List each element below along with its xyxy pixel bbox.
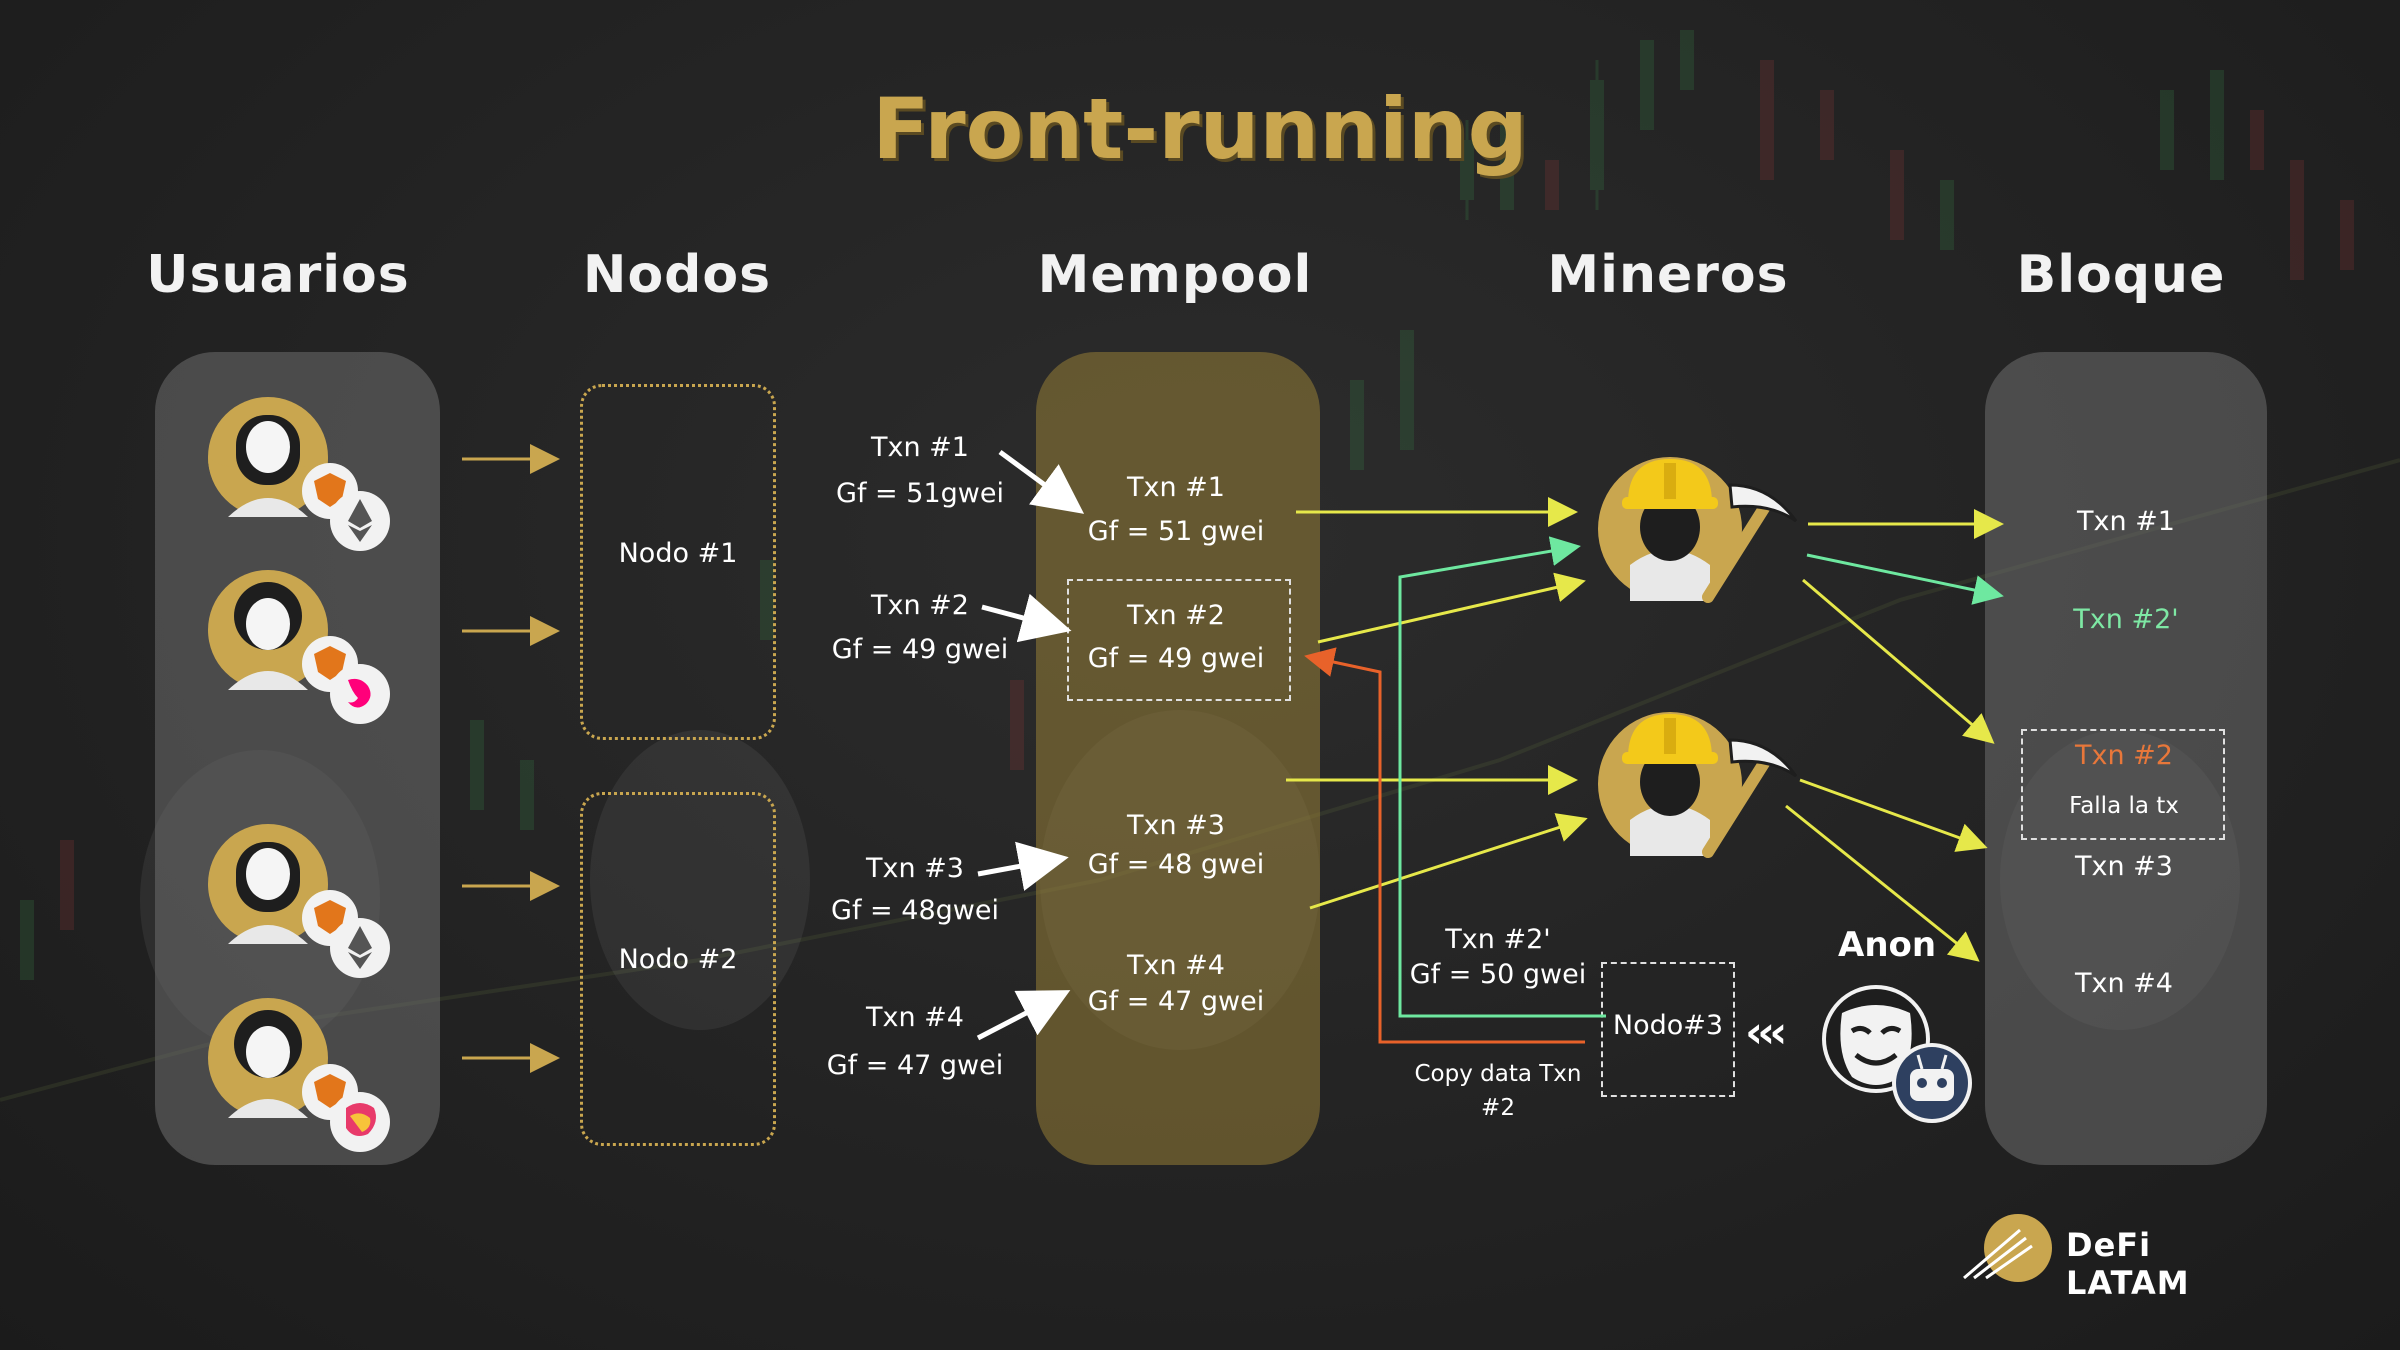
incoming-txn-4: Txn #4 <box>866 1002 964 1033</box>
incoming-gf-1: Gf = 51gwei <box>836 478 1004 509</box>
txn-to-mempool-arrows <box>976 449 1085 1041</box>
user-avatar-icon <box>208 824 328 944</box>
defi-latam-logo-icon <box>1963 1214 2052 1282</box>
dapp-icon <box>330 1092 390 1152</box>
attacker-avatar <box>1822 985 1972 1123</box>
column-heading-bloque: Bloque <box>2016 245 2226 305</box>
user-avatar-icon <box>208 397 328 517</box>
miner-hardhat-icon <box>1598 457 1742 601</box>
miner-hardhat-icon <box>1598 712 1742 856</box>
column-heading-mineros: Mineros <box>1547 245 1789 305</box>
attacker-txn: Txn #2' <box>1445 924 1551 955</box>
pickaxe-icon <box>1702 483 1798 603</box>
node-2-box <box>580 792 776 1146</box>
node-1-box <box>580 384 776 740</box>
user-to-node-arrows <box>462 444 560 1073</box>
ethereum-icon <box>330 491 390 551</box>
uniswap-icon <box>330 664 390 724</box>
mempool-txn-2: Txn #2 <box>1127 600 1225 631</box>
miner-2 <box>1598 712 1798 858</box>
arrow-txn-4 <box>976 990 1071 1041</box>
arrow-txn-1 <box>998 449 1085 514</box>
block-panel <box>1985 352 2267 1165</box>
column-heading-mempool: Mempool <box>1037 245 1313 305</box>
block-txn-3: Txn #3 <box>2075 851 2173 882</box>
miner-1 <box>1598 457 1798 603</box>
attacker-name: Anon <box>1838 925 1937 965</box>
user-4 <box>208 998 390 1152</box>
yellow-arrows <box>1286 497 2004 962</box>
user-2 <box>208 570 390 724</box>
mempool-gf-2: Gf = 49 gwei <box>1087 643 1265 674</box>
copy-data-note: Copy data Txn #2 <box>1414 1061 1582 1121</box>
mempool-txn-4: Txn #4 <box>1127 950 1225 981</box>
node-2-label: Nodo #2 <box>618 944 738 975</box>
block-txn-2-failed: Txn #2 <box>2075 740 2173 771</box>
mempool-gf-3: Gf = 48 gwei <box>1087 849 1265 880</box>
attacker-node-box <box>1601 962 1735 1097</box>
failed-note: Falla la tx <box>2069 793 2179 819</box>
orange-copy-arrow <box>1304 647 1585 1044</box>
robot-icon <box>1892 1043 1972 1123</box>
user-1 <box>208 397 390 551</box>
mempool-gf-1: Gf = 51 gwei <box>1087 516 1265 547</box>
brand-name: DeFi LATAM <box>2066 1226 2190 1302</box>
incoming-gf-4: Gf = 47 gwei <box>826 1050 1004 1081</box>
incoming-txn-1: Txn #1 <box>871 432 969 463</box>
user-avatar-icon <box>208 570 328 690</box>
attacker-gf: Gf = 50 gwei <box>1409 959 1587 990</box>
column-heading-usuarios: Usuarios <box>146 245 410 305</box>
mempool-txn-1: Txn #1 <box>1127 472 1225 503</box>
block-txn-4: Txn #4 <box>2075 968 2173 999</box>
user-avatar-icon <box>208 998 328 1118</box>
incoming-gf-3: Gf = 48gwei <box>831 895 999 926</box>
node-1-label: Nodo #1 <box>618 538 738 569</box>
mempool-gf-4: Gf = 47 gwei <box>1087 986 1265 1017</box>
pickaxe-icon <box>1702 738 1798 858</box>
failed-txn-box <box>2021 729 2225 840</box>
block-txn-1: Txn #1 <box>2077 506 2175 537</box>
incoming-txn-3: Txn #3 <box>866 853 964 884</box>
block-txn-2-front: Txn #2' <box>2073 604 2179 635</box>
arrow-txn-3 <box>977 841 1069 891</box>
chevrons-left-icon: ‹‹‹ <box>1745 1007 1787 1058</box>
mempool-txn-3: Txn #3 <box>1127 810 1225 841</box>
ethereum-icon <box>330 918 390 978</box>
incoming-gf-2: Gf = 49 gwei <box>831 634 1009 665</box>
column-heading-nodos: Nodos <box>582 245 772 305</box>
diagram-title: Front-running <box>872 80 1528 178</box>
incoming-txn-2: Txn #2 <box>871 590 969 621</box>
arrow-txn-2 <box>981 593 1072 643</box>
green-arrows <box>1398 536 2004 1018</box>
attacker-node-label: Nodo#3 <box>1612 1010 1724 1041</box>
user-3 <box>208 824 390 978</box>
